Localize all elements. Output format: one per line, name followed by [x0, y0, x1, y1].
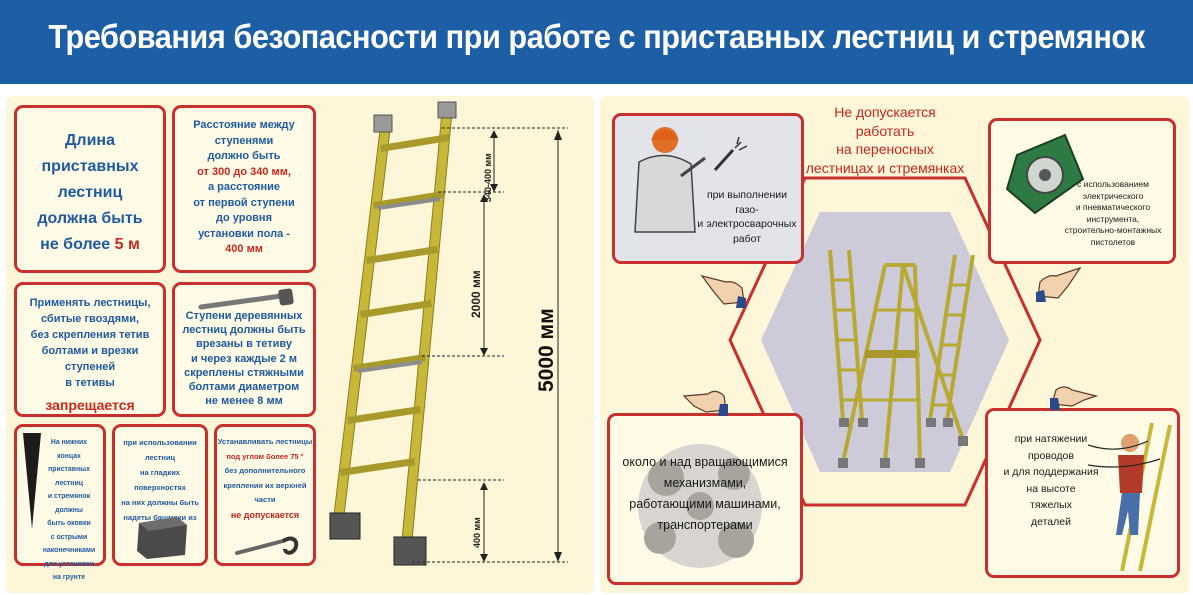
welder-figure [634, 127, 706, 233]
machines-line4: транспортерами [657, 518, 753, 532]
tips-line3: и стремянок должны [47, 491, 91, 514]
length-line2: приставных лестниц [41, 158, 139, 201]
heading-line1: Не допускается [834, 104, 936, 120]
step-line9: 400 мм [225, 243, 263, 255]
ladder-diagram: 340-400 мм 2000 мм 400 мм 5000 мм [329, 101, 568, 566]
wooden-line1: Ступени деревянных [185, 310, 303, 322]
length-prefix: не более [40, 236, 115, 253]
heading-line4: лестницах и стремянках [805, 159, 965, 176]
tips-line4: быть оковки [47, 518, 91, 527]
dim-total-label: 5000 мм [535, 308, 558, 392]
tips-line2: приставных лестниц [48, 464, 90, 487]
step-line3: должно быть [207, 150, 281, 162]
angle-box: Устанавливать лестницы под углом более 7… [214, 424, 316, 566]
nails-prohibited: запрещается [45, 397, 135, 413]
step-line5: а расстояние [207, 181, 280, 193]
wires-line3: и для поддержания [1003, 466, 1099, 478]
angle-prohibited: не допускается [230, 509, 300, 520]
angle-line1: Устанавливать лестницы [217, 437, 313, 446]
dim-middle-label: 2000 мм [469, 270, 483, 318]
angle-line3: без дополнительного [224, 466, 306, 475]
tips-line5: с острыми наконечниками [42, 531, 96, 555]
wooden-line5: скреплены стяжными [184, 366, 304, 379]
wooden-line3: врезаны в тетиву [195, 338, 293, 351]
page-title: Требования безопасности при работе с при… [48, 18, 1145, 55]
wooden-line4: и через каждые 2 м [191, 352, 297, 365]
rubber-line2: на гладких поверхностях [134, 468, 186, 492]
wires-line1: при натяжении [1014, 433, 1088, 445]
length-line4: не более 5 м [17, 232, 163, 258]
step-line8: установки пола - [198, 227, 290, 240]
machines-line3: работающими машинами, [629, 497, 781, 511]
machines-line1: около и над вращающимися [622, 455, 788, 469]
wooden-line6: болтами диаметром [188, 381, 300, 394]
rubber-line1: при использовании лестниц [123, 438, 197, 462]
power-tool-icon [1005, 133, 1085, 215]
nails-line2: сбитые гвоздями, [40, 313, 140, 325]
length-box: Длина приставных лестниц должна быть не … [14, 105, 166, 273]
header-bar: Требования безопасности при работе с при… [0, 0, 1193, 84]
tips-line6: для установки на грунте [44, 558, 94, 582]
heading-line2: работать [855, 122, 915, 139]
welding-line1: при выполнении [706, 189, 788, 201]
spike-tip-icon [23, 433, 41, 529]
wooden-line2: лестниц должны быть [182, 324, 306, 337]
nails-line1: Применять лестницы, [29, 297, 151, 309]
step-line1: Расстояние между [193, 119, 295, 131]
length-line3: должна быть [37, 210, 143, 227]
gears-icon [638, 444, 762, 568]
wires-line2: проводов [1028, 449, 1074, 462]
prohibited-heading: Не допускается работать на переносных ле… [805, 103, 965, 177]
length-value: 5 м [114, 236, 140, 253]
tools-line6: пистолетов [1090, 236, 1136, 247]
heading-line3: на переносных [836, 141, 934, 157]
wooden-line7: не менее 8 мм [205, 395, 283, 408]
welding-line4: работ [732, 232, 762, 245]
angle-line2: под углом более 75 ° [226, 451, 304, 461]
tips-box: На нижних концах приставных лестниц и ст… [14, 424, 106, 581]
pointing-hand-icon [700, 275, 746, 308]
pointing-hand-icon [1050, 386, 1098, 410]
tools-line5: строительно-монтажных [1064, 225, 1162, 235]
tips-line1: На нижних концах [50, 437, 88, 460]
nails-line5: в тетивы [65, 377, 115, 389]
hook-icon [235, 536, 299, 555]
rubber-shoe-icon [137, 517, 187, 559]
dim-bottom-label: 400 мм [472, 517, 482, 548]
tools-line2: электрического [1082, 190, 1144, 201]
worker-on-ladder-figure [1088, 422, 1172, 572]
wooden-steps-box: Ступени деревянных лестниц должны быть в… [172, 282, 316, 417]
welding-line2: газо- [735, 203, 759, 216]
rubber-line3: на них должны быть [121, 498, 199, 507]
wires-box: при натяжении проводов и для поддержания… [985, 408, 1180, 578]
angle-line4: крепления их верхней части [223, 480, 307, 505]
step-line4: от 300 до 340 мм, [197, 165, 291, 178]
tools-box: с использованием электрического и пневма… [988, 118, 1176, 264]
step-line7: до уровня [216, 212, 272, 224]
pointing-hand-icon [1036, 266, 1082, 302]
pointing-hand-icon [682, 390, 728, 416]
central-hexagon [728, 176, 1042, 507]
nails-box: Применять лестницы, сбитые гвоздями, без… [14, 282, 166, 417]
nails-line4: болтами и врезки ступеней [41, 345, 139, 373]
rubber-shoes-box: при использовании лестниц на гладких пов… [112, 424, 208, 566]
dim-step-label: 340-400 мм [483, 153, 493, 202]
welding-box: при выполнении газо- и электросварочных … [612, 113, 804, 264]
nails-line3: без скрепления тетив [30, 329, 150, 341]
welding-torch-icon [713, 136, 748, 172]
machines-line2: механизмами, [663, 476, 747, 490]
wires-line5: тяжелых [1030, 499, 1072, 511]
tools-line3: и пневматического [1075, 202, 1151, 212]
step-line2: ступенями [214, 134, 274, 147]
bolt-icon [198, 288, 294, 310]
length-line1: Длина [65, 132, 115, 149]
wires-line6: деталей [1031, 515, 1071, 528]
welding-line3: и электросварочных [697, 218, 797, 230]
tools-line4: инструмента, [1086, 213, 1140, 224]
step-line6: от первой ступени [193, 196, 295, 209]
step-distance-box: Расстояние между ступенями должно быть о… [172, 105, 316, 273]
machines-box: около и над вращающимися механизмами, ра… [607, 413, 803, 585]
wires-line4: на высоте [1026, 482, 1076, 495]
tools-line1: с использованием [1077, 179, 1149, 189]
